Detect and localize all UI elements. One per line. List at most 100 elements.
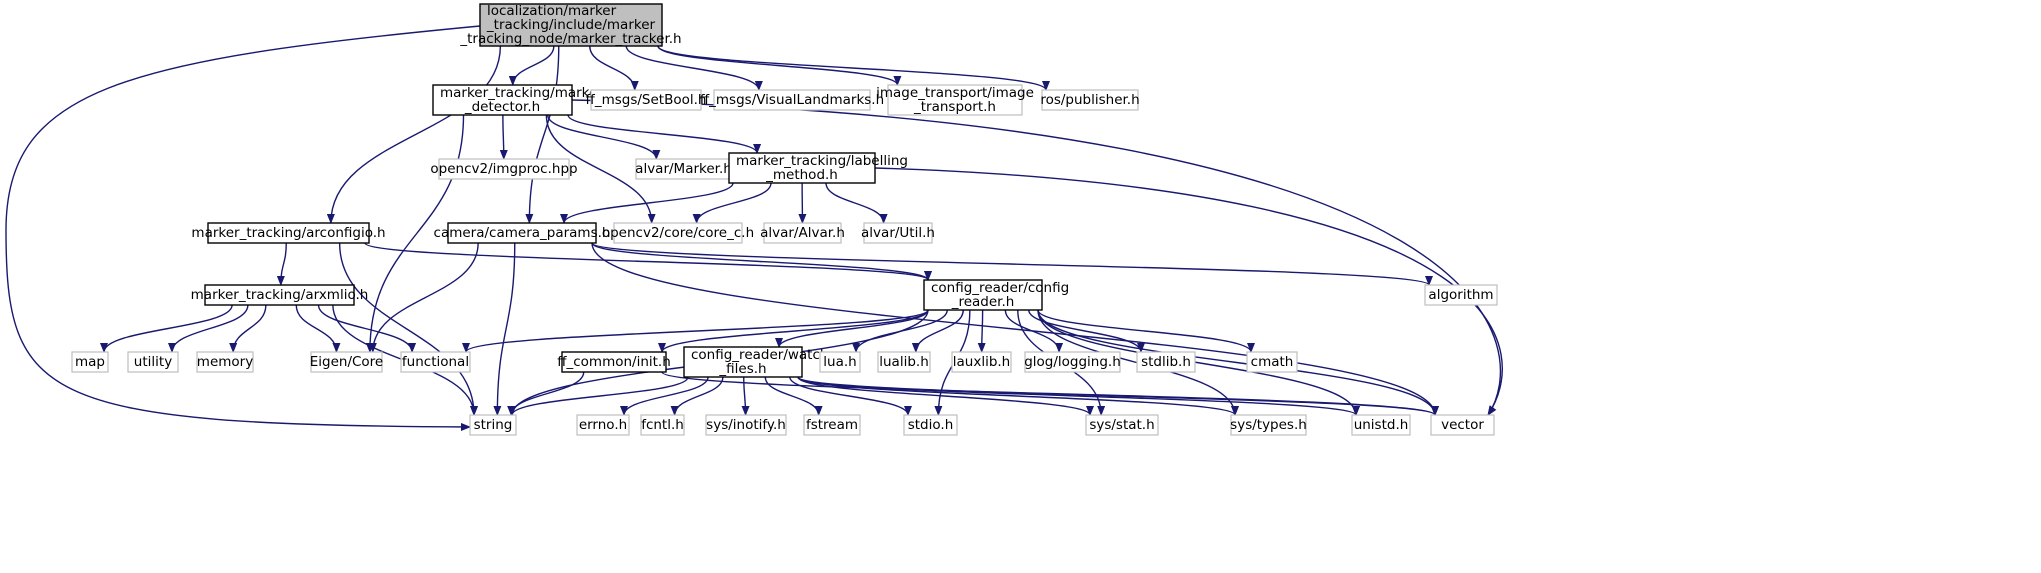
edge-arxmlio-to-eigen: [295, 304, 341, 353]
edge-configreader-to-lua: [852, 309, 948, 353]
edge-arxmlio-to-map: [100, 304, 233, 353]
node-box-stdlib: [1136, 351, 1196, 373]
node-stdlib: stdlib.h: [1136, 351, 1196, 373]
node-label-labelling-1: _method.h: [765, 167, 838, 183]
edge-watch-to-stdio: [789, 376, 912, 416]
edge-configreader-to-ffinit: [658, 309, 929, 353]
node-box-watch: [683, 346, 803, 378]
node-label-lua-0: lua.h: [823, 354, 856, 370]
edge-arconfigio-to-configreader: [364, 242, 932, 281]
node-box-sysstat: [1085, 414, 1159, 436]
edge-watch-to-unistd: [797, 376, 1360, 416]
node-label-unistd-0: unistd.h: [1354, 417, 1409, 433]
node-camparams[interactable]: camera/camera_params.h: [434, 222, 611, 244]
edge-configreader-to-unistd: [1037, 309, 1360, 416]
node-label-ffinit-0: ff_common/init.h: [557, 354, 671, 370]
edge-root-to-string: [5, 25, 481, 431]
node-glog: glog/logging.h: [1024, 351, 1121, 373]
node-label-systypes-0: sys/types.h: [1230, 417, 1307, 433]
node-box-map: [71, 351, 109, 373]
edge-root-to-arconfigio: [326, 45, 502, 224]
node-labelling[interactable]: marker_tracking/labelling_method.h: [728, 152, 908, 184]
node-errno: errno.h: [576, 414, 630, 436]
node-label-camparams-0: camera/camera_params.h: [434, 225, 611, 241]
edge-watch-to-systypes: [797, 376, 1239, 416]
node-functional: functional: [400, 351, 471, 373]
edge-ffinit-to-string: [507, 371, 585, 416]
edge-watch-to-sysstat: [797, 376, 1094, 416]
node-label-imgtrans-0: image_transport/image: [876, 85, 1034, 101]
node-watch[interactable]: config_reader/watch_files.h: [683, 346, 828, 378]
edge-configreader-to-glog: [1004, 309, 1064, 353]
edge-detector-to-labelling: [567, 114, 761, 154]
node-ffinit[interactable]: ff_common/init.h: [557, 351, 671, 373]
node-memory: memory: [196, 351, 254, 373]
node-label-lualib-0: lualib.h: [879, 354, 929, 370]
node-imgproc: opencv2/imgproc.hpp: [430, 158, 578, 180]
node-box-string: [469, 414, 517, 436]
node-box-eigen: [310, 351, 383, 373]
node-fcntl: fcntl.h: [640, 414, 685, 436]
node-systypes: sys/types.h: [1230, 414, 1307, 436]
edge-root-to-detector: [508, 45, 555, 86]
edge-configreader-to-watch: [775, 309, 929, 348]
node-box-arconfigio: [207, 222, 370, 244]
node-label-algorithm-0: algorithm: [1428, 287, 1493, 303]
node-box-corec: [613, 222, 743, 244]
node-label-root-0: localization/marker: [487, 3, 617, 19]
edge-configreader-to-stdlib: [1028, 309, 1145, 353]
node-box-rospub: [1041, 89, 1139, 111]
edge-watch-to-fcntl: [670, 376, 724, 416]
edge-camparams-to-algorithm: [591, 242, 1433, 286]
node-label-configreader-0: config_reader/config: [931, 280, 1069, 296]
node-box-lua: [819, 351, 861, 373]
node-vector: vector: [1430, 414, 1495, 436]
node-detector[interactable]: marker_tracking/marker_detector.h: [432, 84, 603, 116]
edge-labelling-to-vector: [874, 167, 1503, 416]
node-box-memory: [196, 351, 254, 373]
edge-arxmlio-to-memory: [229, 304, 267, 353]
node-alvar: alvar/Alvar.h: [760, 222, 845, 244]
edge-root-to-imgtrans: [657, 45, 902, 86]
node-arconfigio[interactable]: marker_tracking/arconfigio.h: [191, 222, 386, 244]
edge-watch-to-errno: [620, 376, 709, 416]
node-label-vector-0: vector: [1441, 417, 1484, 433]
node-configreader[interactable]: config_reader/config_reader.h: [923, 279, 1069, 311]
node-label-string-0: string: [474, 417, 513, 433]
node-box-functional: [400, 351, 471, 373]
node-label-stdio-0: stdio.h: [908, 417, 954, 433]
edge-root-to-rospub: [657, 45, 1050, 91]
node-map: map: [71, 351, 109, 373]
edge-arconfigio-to-arxmlio: [276, 242, 287, 286]
edge-watch-to-string: [508, 376, 689, 416]
node-imgtrans: image_transport/image_transport.h: [876, 84, 1034, 116]
node-setbool: ff_msgs/SetBool.h: [586, 89, 706, 111]
node-box-stdio: [903, 414, 958, 436]
node-box-cmath: [1246, 351, 1298, 373]
node-arxmlio[interactable]: marker_tracking/arxmlio.h: [191, 284, 369, 306]
edge-configreader-to-vector: [1037, 309, 1439, 416]
node-label-imgproc-0: opencv2/imgproc.hpp: [430, 161, 577, 177]
edge-watch-to-inotify: [741, 376, 750, 416]
node-box-lualib: [877, 351, 931, 373]
node-label-sysstat-0: sys/stat.h: [1089, 417, 1154, 433]
node-box-imgproc: [438, 158, 570, 180]
edge-watch-to-fstream: [764, 376, 823, 416]
node-lua: lua.h: [819, 351, 861, 373]
edge-arxmlio-to-utility: [168, 304, 249, 353]
node-label-arconfigio-0: marker_tracking/arconfigio.h: [191, 225, 385, 241]
node-label-configreader-1: _reader.h: [951, 294, 1015, 310]
node-label-memory-0: memory: [197, 354, 253, 370]
edge-detector-to-marker: [547, 114, 661, 160]
node-box-utility: [127, 351, 179, 373]
node-label-util-0: alvar/Util.h: [861, 225, 935, 241]
node-label-detector-0: marker_tracking/marker: [440, 85, 603, 101]
node-label-functional-0: functional: [402, 354, 469, 370]
node-box-visland: [713, 89, 871, 111]
node-box-lauxlib: [951, 351, 1012, 373]
node-string: string: [469, 414, 517, 436]
edge-camparams-to-eigen: [368, 242, 479, 353]
node-root[interactable]: localization/marker_tracking/include/mar…: [459, 3, 681, 47]
node-box-unistd: [1351, 414, 1411, 436]
